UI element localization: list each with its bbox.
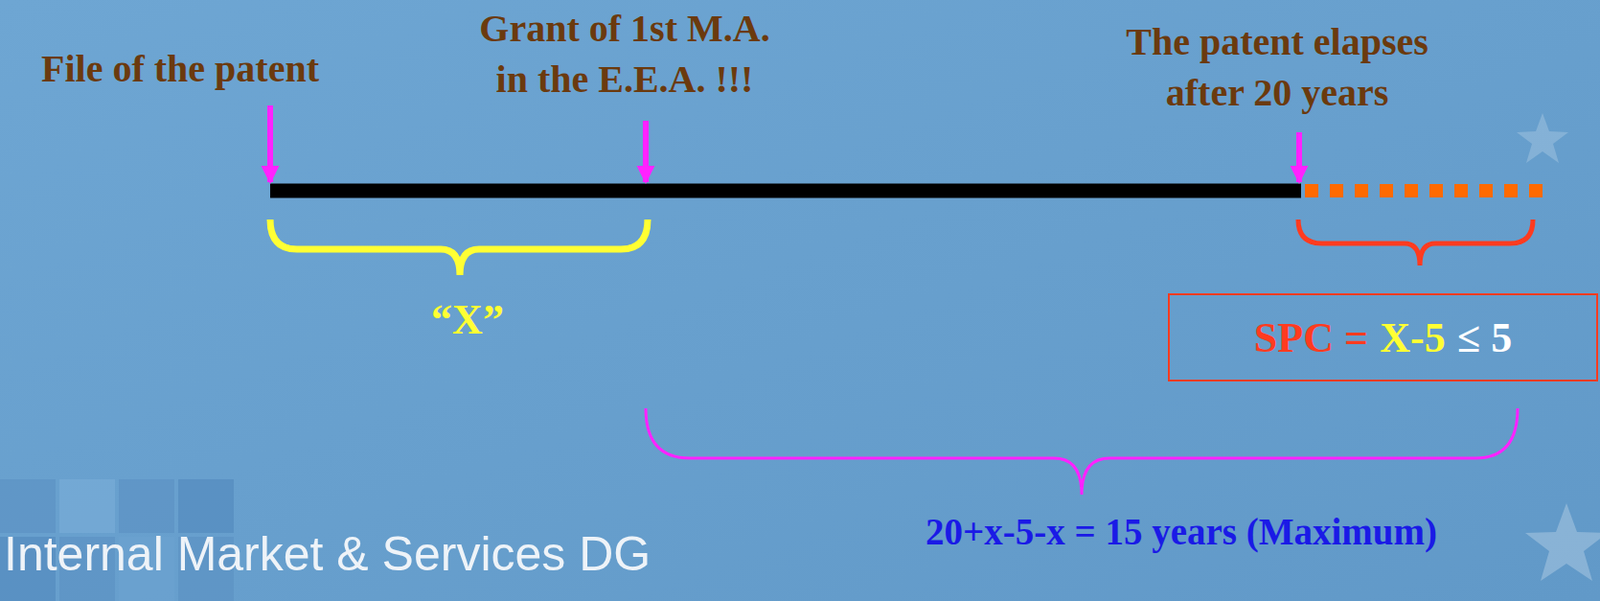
decor-star — [1525, 502, 1600, 581]
formula-part: SPC = — [1254, 313, 1369, 363]
spc-brace — [1298, 219, 1533, 266]
event-label: Grant of 1st M.A. in the E.E.A. !!! — [423, 3, 826, 106]
timeline-bar — [270, 183, 1302, 199]
decor-star — [1516, 113, 1569, 163]
x-brace — [270, 219, 648, 275]
duration-label: 20+x-5-x = 15 years (Maximum) — [925, 509, 1438, 555]
term-brace — [645, 408, 1518, 495]
spc-extension — [1304, 183, 1548, 198]
formula-part: ≤ 5 — [1457, 313, 1512, 363]
footer-text: Internal Market & Services DG — [3, 525, 651, 583]
formula-part: X-5 — [1379, 313, 1445, 363]
event-arrow — [642, 120, 649, 183]
event-label: File of the patent — [41, 45, 320, 92]
formula-box: SPC =X-5≤ 5 — [1167, 293, 1599, 382]
event-label: The patent elapses after 20 years — [1071, 17, 1484, 119]
x-label: “X” — [431, 295, 504, 346]
event-arrow — [1296, 132, 1303, 183]
event-arrow — [267, 105, 274, 183]
